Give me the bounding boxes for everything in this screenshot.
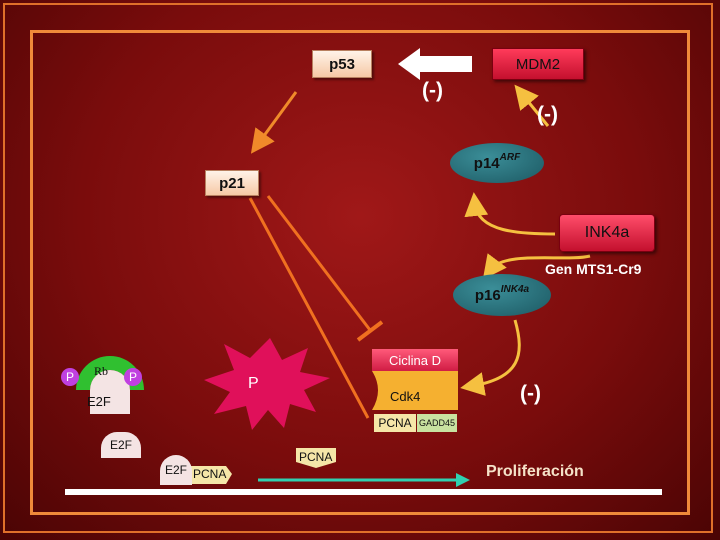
- phosphate-left-label: P: [66, 370, 75, 384]
- p16-label: p16: [474, 286, 501, 304]
- gadd45-label: GADD45: [418, 418, 455, 428]
- ink4a-label: INK4a: [584, 224, 630, 241]
- pcna-bound-shape: [190, 466, 232, 484]
- e2f-free-shape: E2F: [101, 432, 141, 458]
- p53-box: p53: [312, 50, 372, 78]
- cdk4-label: Cdk4: [390, 389, 421, 404]
- phosphate-right-label: P: [129, 370, 138, 384]
- cyclin-d-label: Ciclina D: [388, 352, 441, 368]
- inner-frame: [30, 30, 690, 515]
- e2f-bound-shape: E2F: [160, 455, 192, 485]
- outer-frame: [3, 3, 713, 533]
- pcna-complex-label: PCNA: [378, 416, 412, 430]
- mdm2-label: MDM2: [515, 55, 561, 73]
- proliferation-label: Proliferación: [486, 463, 584, 480]
- rb-label: Rb: [94, 364, 109, 378]
- rb-complex: [61, 356, 144, 414]
- e2f-rb-label: E2F: [87, 394, 111, 409]
- cdk4-shape: [372, 371, 458, 410]
- p21-inhibition-bar: [356, 320, 384, 342]
- phosphorylation-label: P: [248, 375, 259, 392]
- pcna-top-label: PCNA: [299, 450, 333, 464]
- p21-label: p21: [219, 174, 245, 192]
- pcna-top-shape: [296, 448, 336, 468]
- baseline-bar: [65, 489, 662, 495]
- e2f-bound-label: E2F: [164, 463, 187, 477]
- minus-sign-top: (-): [422, 79, 443, 102]
- mdm2-to-p53-arrow: [398, 48, 472, 80]
- minus-sign-right: (-): [537, 103, 558, 126]
- minus-sign-lower: (-): [520, 382, 541, 405]
- p14-to-mdm2-arrow: [514, 84, 550, 127]
- p21-to-cdk4-line: [248, 197, 370, 419]
- gene-label: Gen MTS1-Cr9: [545, 261, 642, 277]
- p53-label: p53: [329, 55, 355, 73]
- ink4a-to-p14-arrow: [464, 192, 556, 236]
- p14-label: p14: [473, 154, 500, 172]
- p16-superscript: INK4a: [500, 283, 530, 295]
- ink4a-to-p16-arrow: [482, 253, 591, 280]
- pcna-bound-label: PCNA: [193, 467, 227, 481]
- mdm2-box: MDM2: [492, 48, 584, 80]
- pcna-complex-box: PCNA: [374, 414, 416, 432]
- p21-inhibits-cyclin-line: [266, 195, 372, 331]
- p16-to-cdk4-arrow: [460, 319, 521, 396]
- phosphorylation-star: [204, 338, 330, 430]
- p21-box: p21: [205, 170, 259, 196]
- ink4a-box: INK4a: [559, 214, 655, 252]
- gadd45-box: GADD45: [417, 414, 457, 432]
- e2f-free-label: E2F: [109, 438, 132, 452]
- p53-to-p21-arrow: [250, 91, 298, 154]
- p14-superscript: ARF: [499, 151, 521, 163]
- cyan-arrow-head: [456, 473, 470, 487]
- cyclin-d-box: Ciclina D: [372, 349, 458, 371]
